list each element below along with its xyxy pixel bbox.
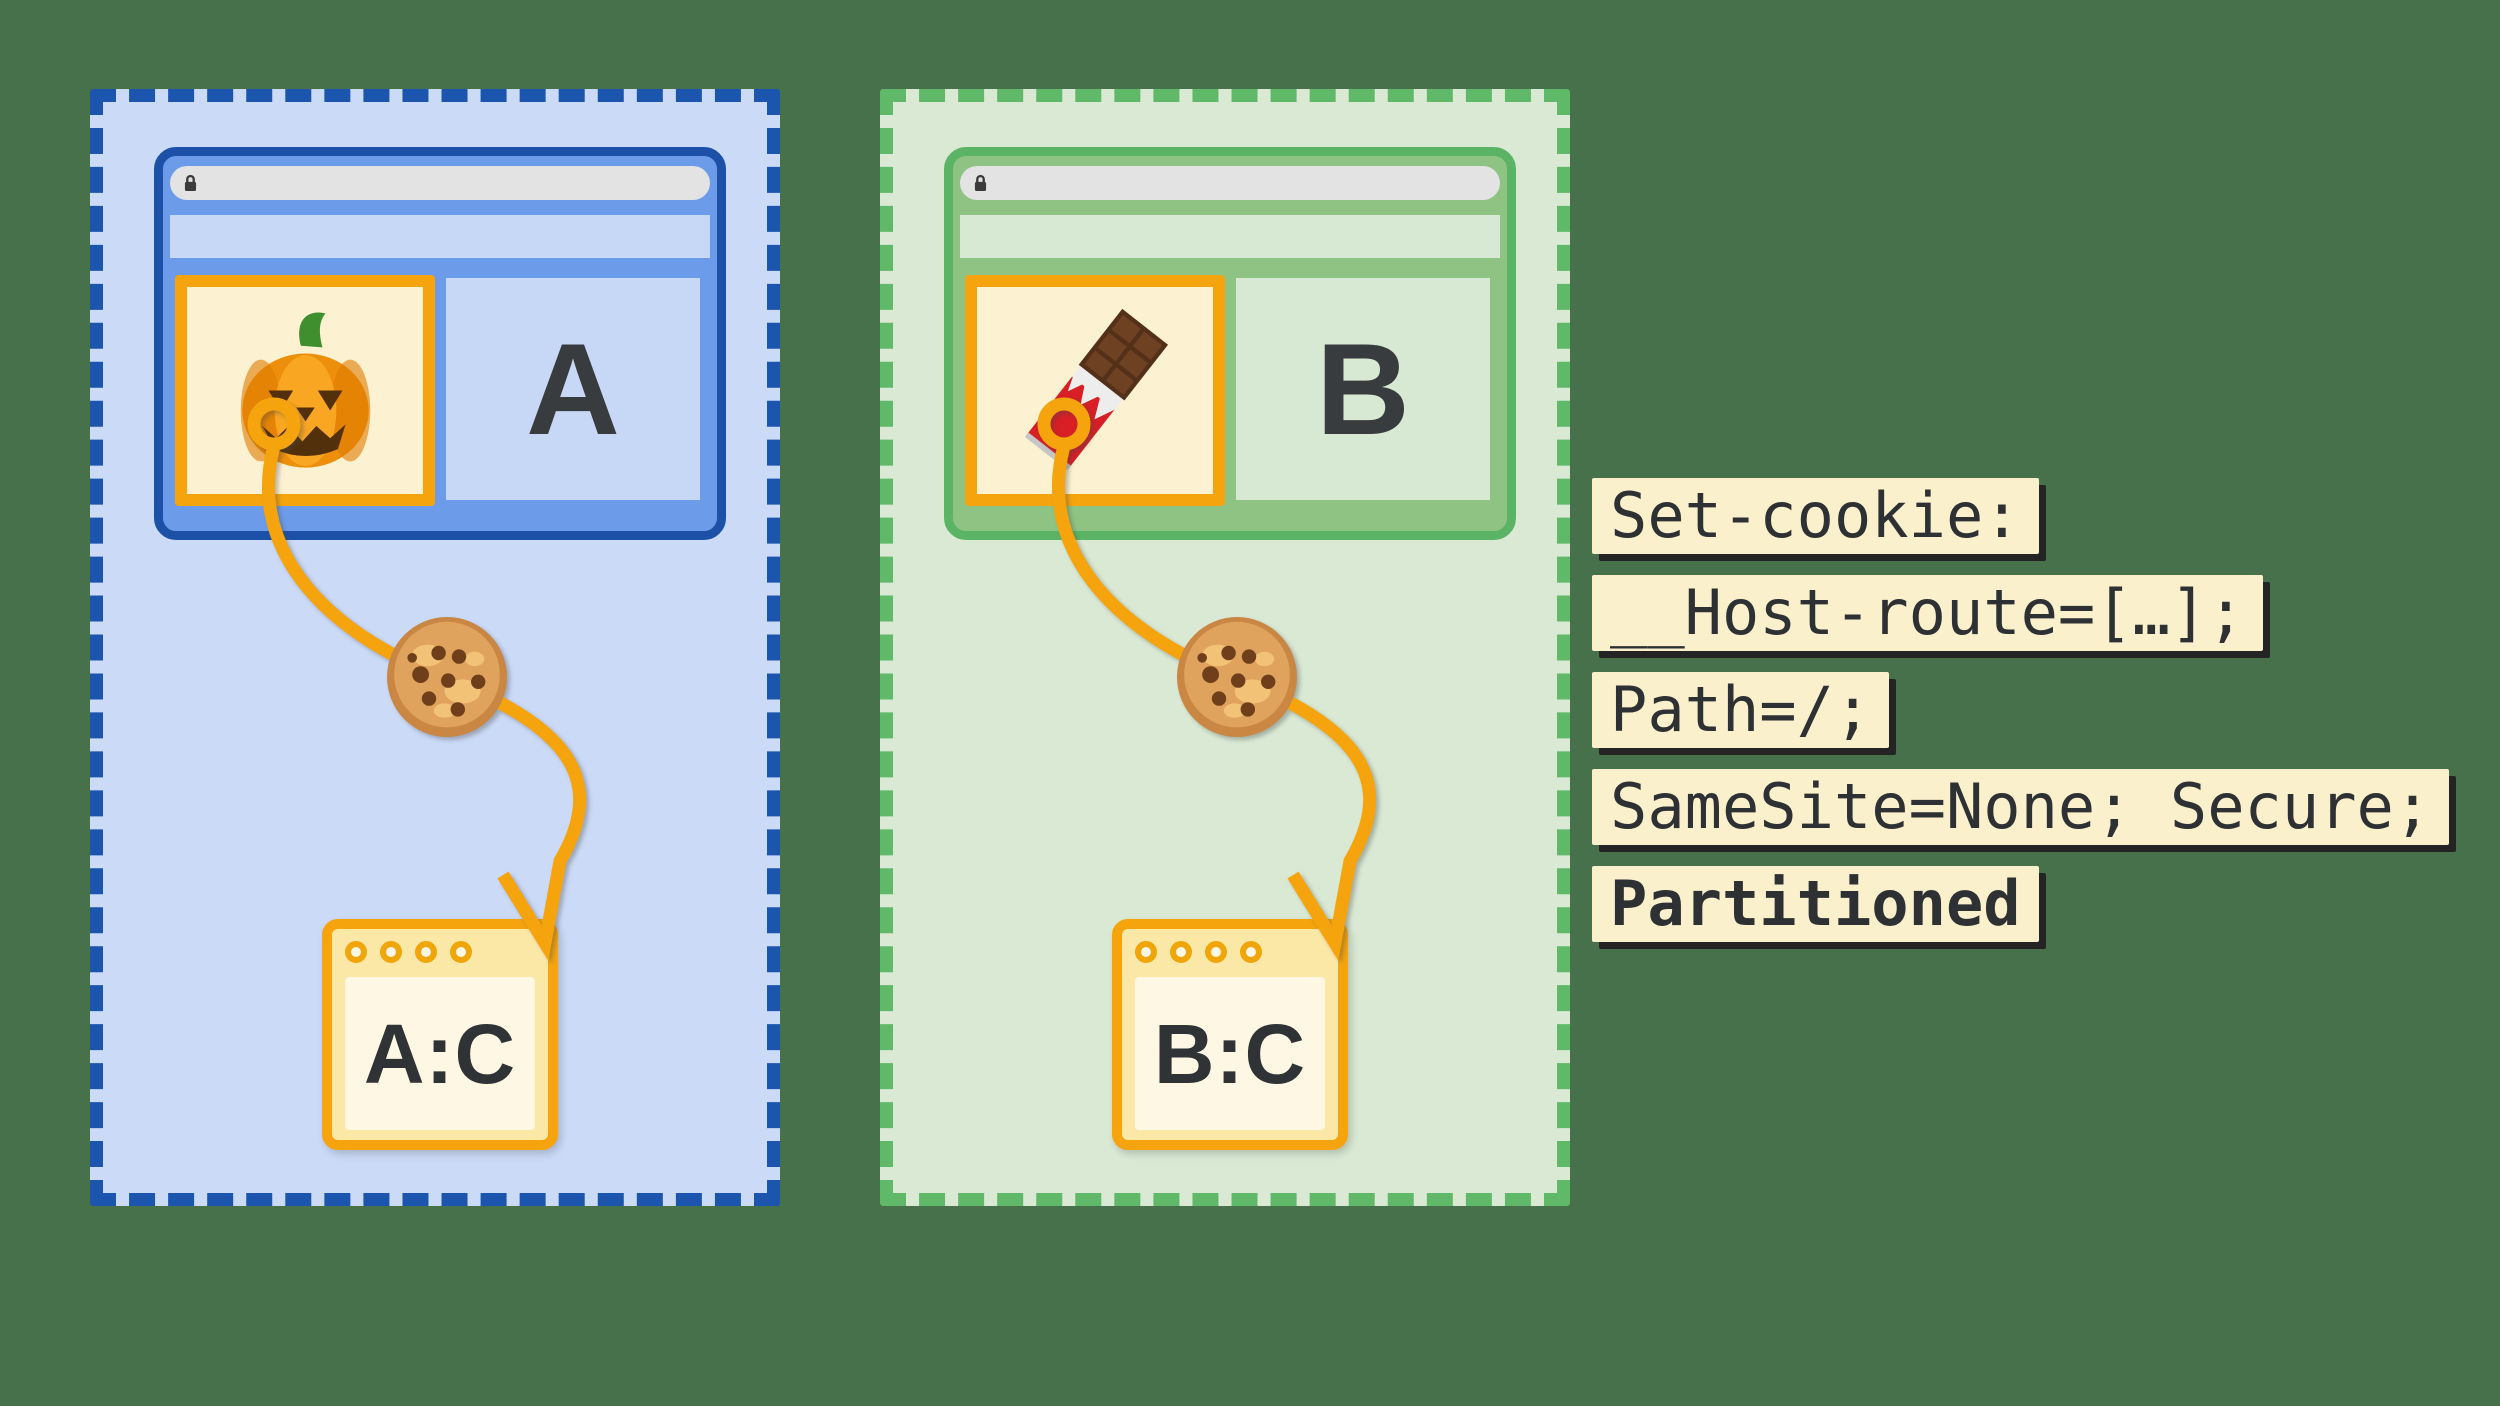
storage-key-area: B:C — [1135, 977, 1325, 1130]
dot-icon — [415, 941, 437, 963]
cookie-icon — [387, 617, 507, 737]
partition-key-label: B:C — [1153, 1006, 1307, 1101]
partitioned-cookie-jar-b: B:C — [1112, 919, 1348, 1150]
site-label: A — [526, 316, 620, 462]
dot-icon — [345, 941, 367, 963]
code-line: __Host-route=[…]; — [1592, 575, 2263, 651]
dot-icon — [380, 941, 402, 963]
partition-b: B B:C — [880, 89, 1570, 1206]
partition-a: A A:C — [90, 89, 780, 1206]
dot-icon — [1170, 941, 1192, 963]
site-panel-a: A — [446, 278, 700, 500]
third-party-iframe-c — [965, 275, 1225, 506]
page-content-strip — [170, 215, 710, 258]
code-line: Set-cookie: — [1592, 478, 2039, 554]
site-label: B — [1316, 316, 1410, 462]
browser-window-a: A — [154, 147, 726, 540]
partition-key-label: A:C — [363, 1006, 517, 1101]
storage-key-area: A:C — [345, 977, 535, 1130]
cookie-icon — [1177, 617, 1297, 737]
page-content-strip — [960, 215, 1500, 258]
site-panel-b: B — [1236, 278, 1490, 500]
dot-icon — [1135, 941, 1157, 963]
third-party-iframe-c — [175, 275, 435, 506]
chocolate-icon — [1024, 308, 1169, 470]
lock-icon — [184, 174, 197, 192]
set-cookie-code-block: Set-cookie: __Host-route=[…]; Path=/; Sa… — [1592, 478, 2450, 963]
lock-icon — [974, 174, 987, 192]
storage-window-dots — [345, 941, 472, 963]
dot-icon — [1205, 941, 1227, 963]
code-line: Path=/; — [1592, 672, 1890, 748]
address-bar — [170, 166, 710, 200]
pumpkin-icon — [240, 312, 370, 468]
code-line: SameSite=None; Secure; — [1592, 769, 2450, 845]
dot-icon — [1240, 941, 1262, 963]
address-bar — [960, 166, 1500, 200]
storage-window-dots — [1135, 941, 1262, 963]
dot-icon — [450, 941, 472, 963]
browser-window-b: B — [944, 147, 1516, 540]
partitioned-cookie-jar-a: A:C — [322, 919, 558, 1150]
code-line: Partitioned — [1592, 866, 2039, 942]
